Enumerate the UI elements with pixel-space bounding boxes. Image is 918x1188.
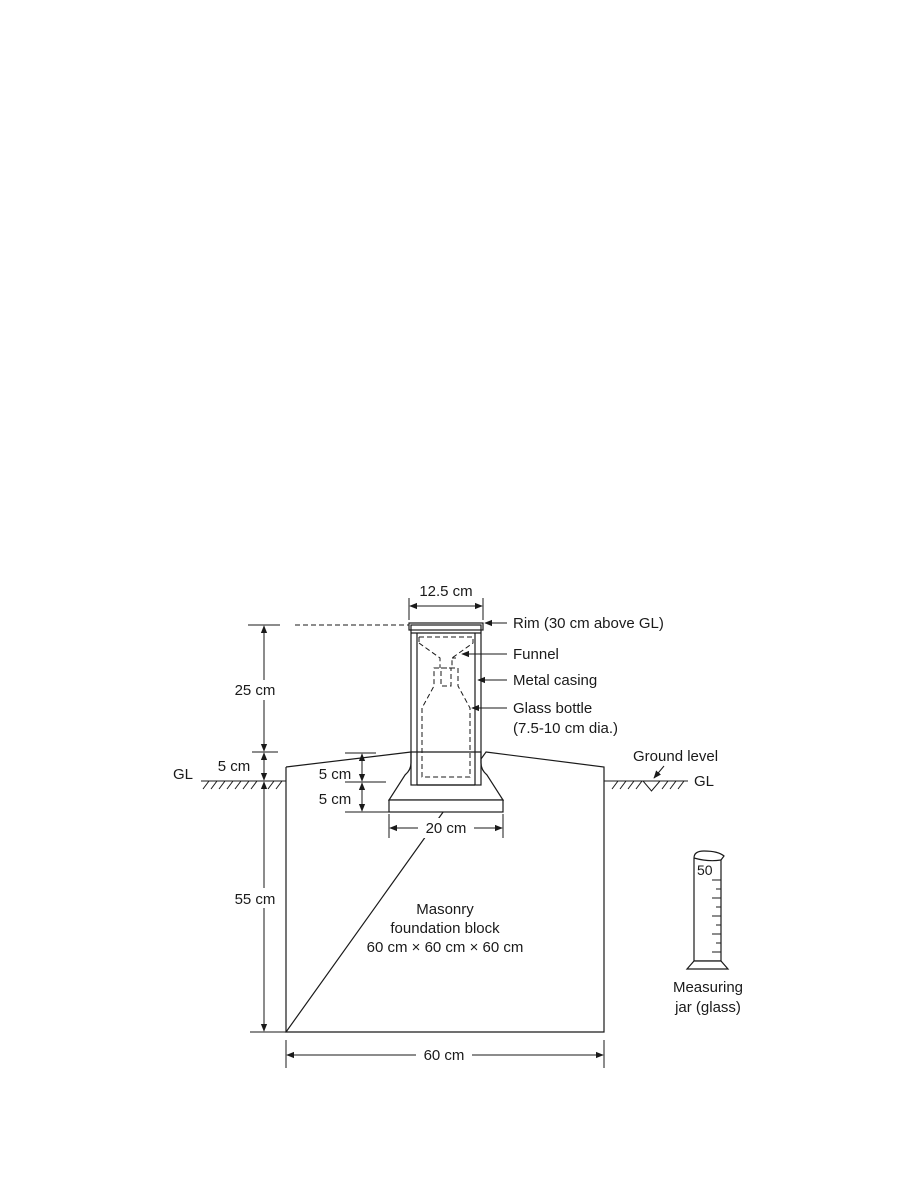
ground-level-symbol xyxy=(641,780,662,792)
label-dim-5-left: 5 cm xyxy=(218,758,251,775)
label-jar-mark: 50 xyxy=(697,862,713,878)
label-glass-bottle-1: Glass bottle xyxy=(513,700,592,717)
label-funnel: Funnel xyxy=(513,646,559,663)
label-block-3: 60 cm × 60 cm × 60 cm xyxy=(367,939,524,956)
gauge-base-plate xyxy=(388,799,504,813)
label-metal-casing: Metal casing xyxy=(513,672,597,689)
label-dim-5-b: 5 cm xyxy=(319,791,352,808)
label-rim: Rim (30 cm above GL) xyxy=(513,615,664,632)
funnel xyxy=(418,636,474,668)
label-block-2: foundation block xyxy=(390,920,500,937)
label-ground-level: Ground level xyxy=(633,748,718,765)
label-dim-55: 55 cm xyxy=(235,891,276,908)
label-jar-1: Measuring xyxy=(673,979,743,996)
label-dim-20: 20 cm xyxy=(426,820,467,837)
label-dim-5-a: 5 cm xyxy=(319,766,352,783)
measuring-jar xyxy=(685,850,730,970)
glass-bottle xyxy=(421,667,471,778)
label-gl-right: GL xyxy=(694,773,714,790)
foundation-block xyxy=(284,751,605,1033)
label-dim-60: 60 cm xyxy=(424,1047,465,1064)
label-block-1: Masonry xyxy=(416,901,474,918)
label-gl-left: GL xyxy=(173,766,193,783)
gauge-base-flange xyxy=(387,751,505,801)
rim xyxy=(408,622,484,631)
label-dim-25: 25 cm xyxy=(235,682,276,699)
label-glass-bottle-2: (7.5-10 cm dia.) xyxy=(513,720,618,737)
label-jar-2: jar (glass) xyxy=(674,999,741,1016)
label-top-width: 12.5 cm xyxy=(419,583,472,600)
ground-hatch-left xyxy=(201,780,286,790)
